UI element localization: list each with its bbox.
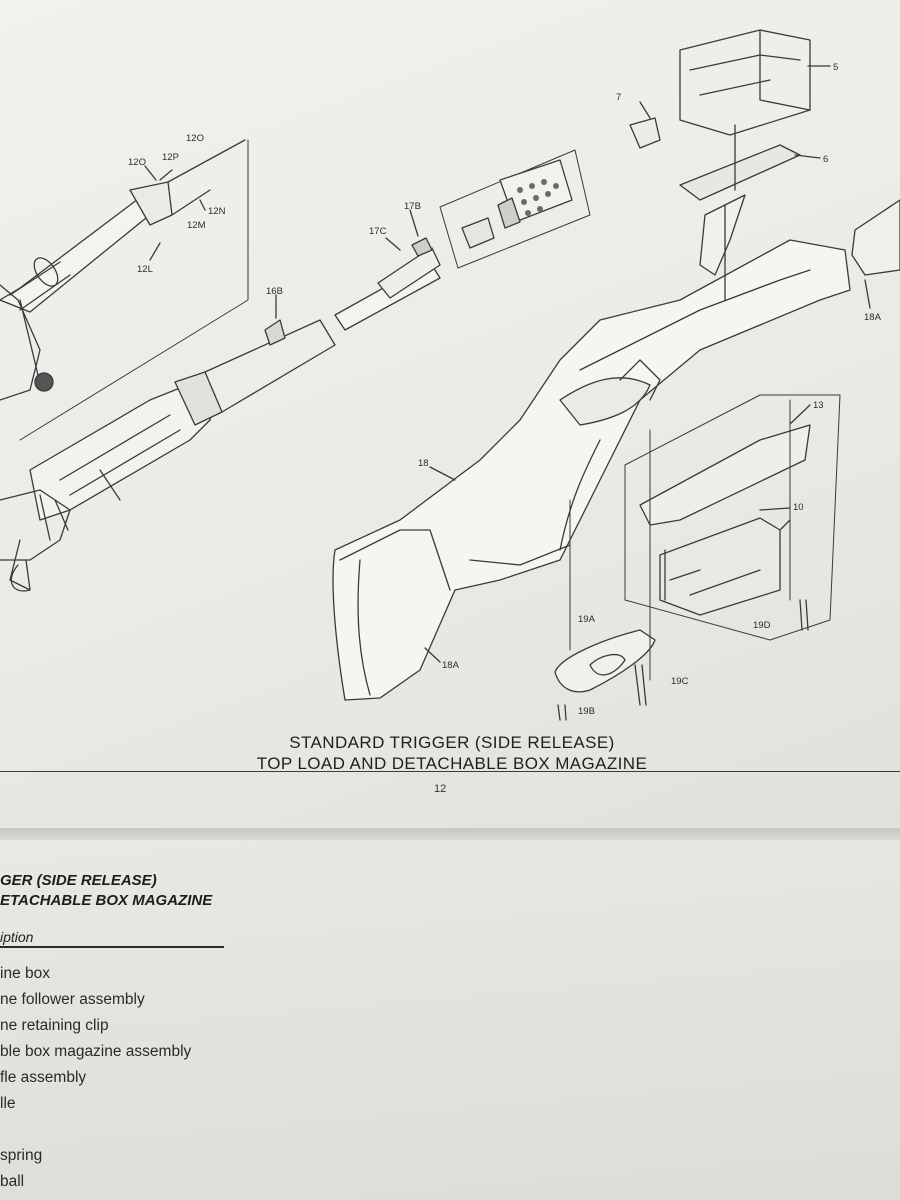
barrel-assembly <box>0 139 246 401</box>
diagram-caption-line2: TOP LOAD AND DETACHABLE BOX MAGAZINE <box>256 754 648 773</box>
label-12m: 12M <box>187 220 206 231</box>
list-item: ball <box>0 1173 25 1190</box>
manual-page-top: 5 6 7 10 13 12O 12O 12P 12N 12M 12L 16B … <box>0 0 900 842</box>
diagram-caption-line1: STANDARD TRIGGER (SIDE RELEASE) <box>289 733 615 752</box>
list-item: lle <box>0 1095 16 1112</box>
facing-page: GER (SIDE RELEASE) ETACHABLE BOX MAGAZIN… <box>0 840 900 1200</box>
facing-title-line1: GER (SIDE RELEASE) <box>0 872 157 889</box>
label-19d: 19D <box>753 620 771 631</box>
label-18: 18 <box>418 458 429 469</box>
label-17b: 17B <box>404 201 421 212</box>
rifle-stock <box>332 239 851 701</box>
magazine-assembly <box>624 394 841 641</box>
label-12l: 12L <box>137 264 153 275</box>
column-header-rule <box>0 946 224 948</box>
list-item: ne retaining clip <box>0 1017 109 1034</box>
list-item: fle assembly <box>0 1069 87 1086</box>
label-12o-top: 12O <box>186 133 204 144</box>
list-item: ne follower assembly <box>0 991 145 1008</box>
receiver-action <box>0 319 336 592</box>
label-18a-right: 18A <box>864 312 882 323</box>
label-12n: 12N <box>208 206 226 217</box>
column-header-description: iption <box>0 929 34 945</box>
list-item: ine box <box>0 965 50 982</box>
page-divider-rule <box>0 771 900 772</box>
label-10: 10 <box>793 502 804 513</box>
page-number: 12 <box>434 783 447 795</box>
parts-description-list: ine box ne follower assembly ne retainin… <box>0 961 191 1195</box>
list-item <box>0 1117 191 1143</box>
label-17c: 17C <box>369 226 387 237</box>
page-edge-shadow <box>0 828 900 842</box>
list-item: spring <box>0 1147 43 1164</box>
label-19b: 19B <box>578 706 595 717</box>
label-18a-bottom: 18A <box>442 660 460 671</box>
bottom-metal-parts <box>629 29 811 301</box>
label-6: 6 <box>823 154 828 165</box>
label-16b: 16B <box>266 286 283 297</box>
exploded-parts-diagram: 5 6 7 10 13 12O 12O 12P 12N 12M 12L 16B … <box>0 29 900 721</box>
label-19a: 19A <box>578 614 596 625</box>
label-5: 5 <box>833 62 838 73</box>
label-12o-left: 12O <box>128 157 146 168</box>
facing-title-line2: ETACHABLE BOX MAGAZINE <box>0 892 213 909</box>
label-19c: 19C <box>671 676 689 687</box>
trigger-guard <box>554 399 809 721</box>
label-13: 13 <box>813 400 824 411</box>
list-item: ble box magazine assembly <box>0 1043 192 1060</box>
muzzle-brake-inset <box>439 149 591 269</box>
label-12p: 12P <box>162 152 179 163</box>
label-7: 7 <box>616 92 621 103</box>
